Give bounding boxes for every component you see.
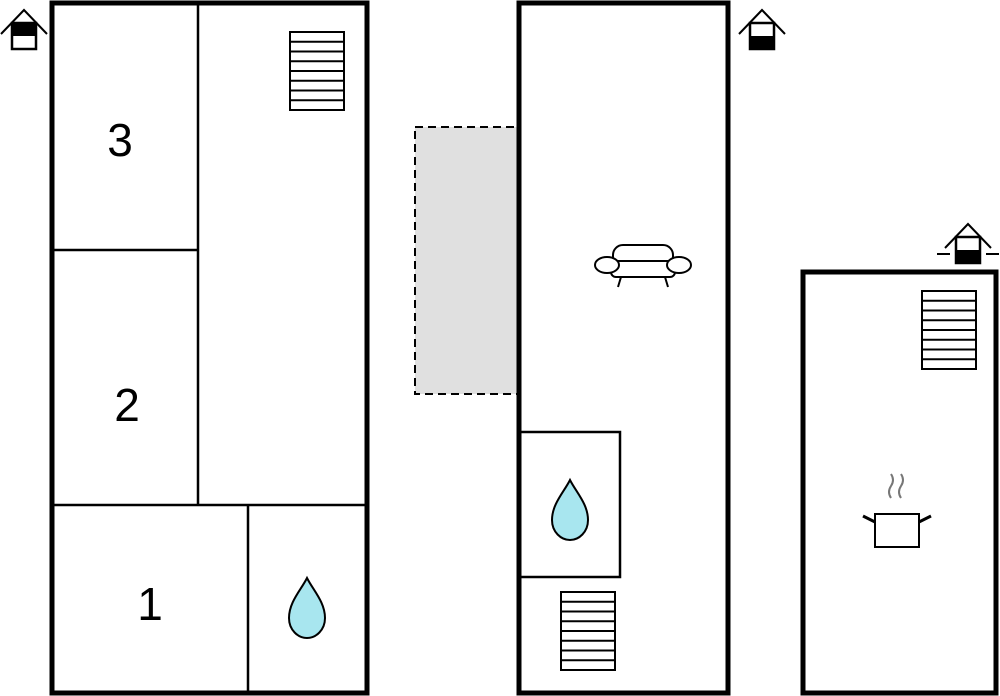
room-label-3: 3 [107,114,133,166]
room-label-2: 2 [114,379,140,431]
stairs-icon [289,31,345,111]
bathroom-water-drop-icon [551,479,589,541]
floor-basement-icon [937,222,999,265]
kitchen-pot-icon [862,473,932,548]
stairs-icon [921,290,977,370]
sofa-icon [594,244,692,288]
floor-upper-icon [738,8,786,51]
first-floor-outer-wall [516,0,731,696]
stairs-icon [560,591,616,671]
basement-plan [800,222,999,696]
terrace-area [414,126,519,395]
basement-outer-wall [800,269,999,696]
ground-floor-plan: 3 2 1 [0,0,370,696]
ground-floor-outer-wall [49,0,370,696]
floor-ground-icon [0,8,48,51]
first-floor-plan [516,0,786,696]
room-label-1: 1 [137,578,163,630]
bathroom-water-drop-icon [288,577,326,639]
